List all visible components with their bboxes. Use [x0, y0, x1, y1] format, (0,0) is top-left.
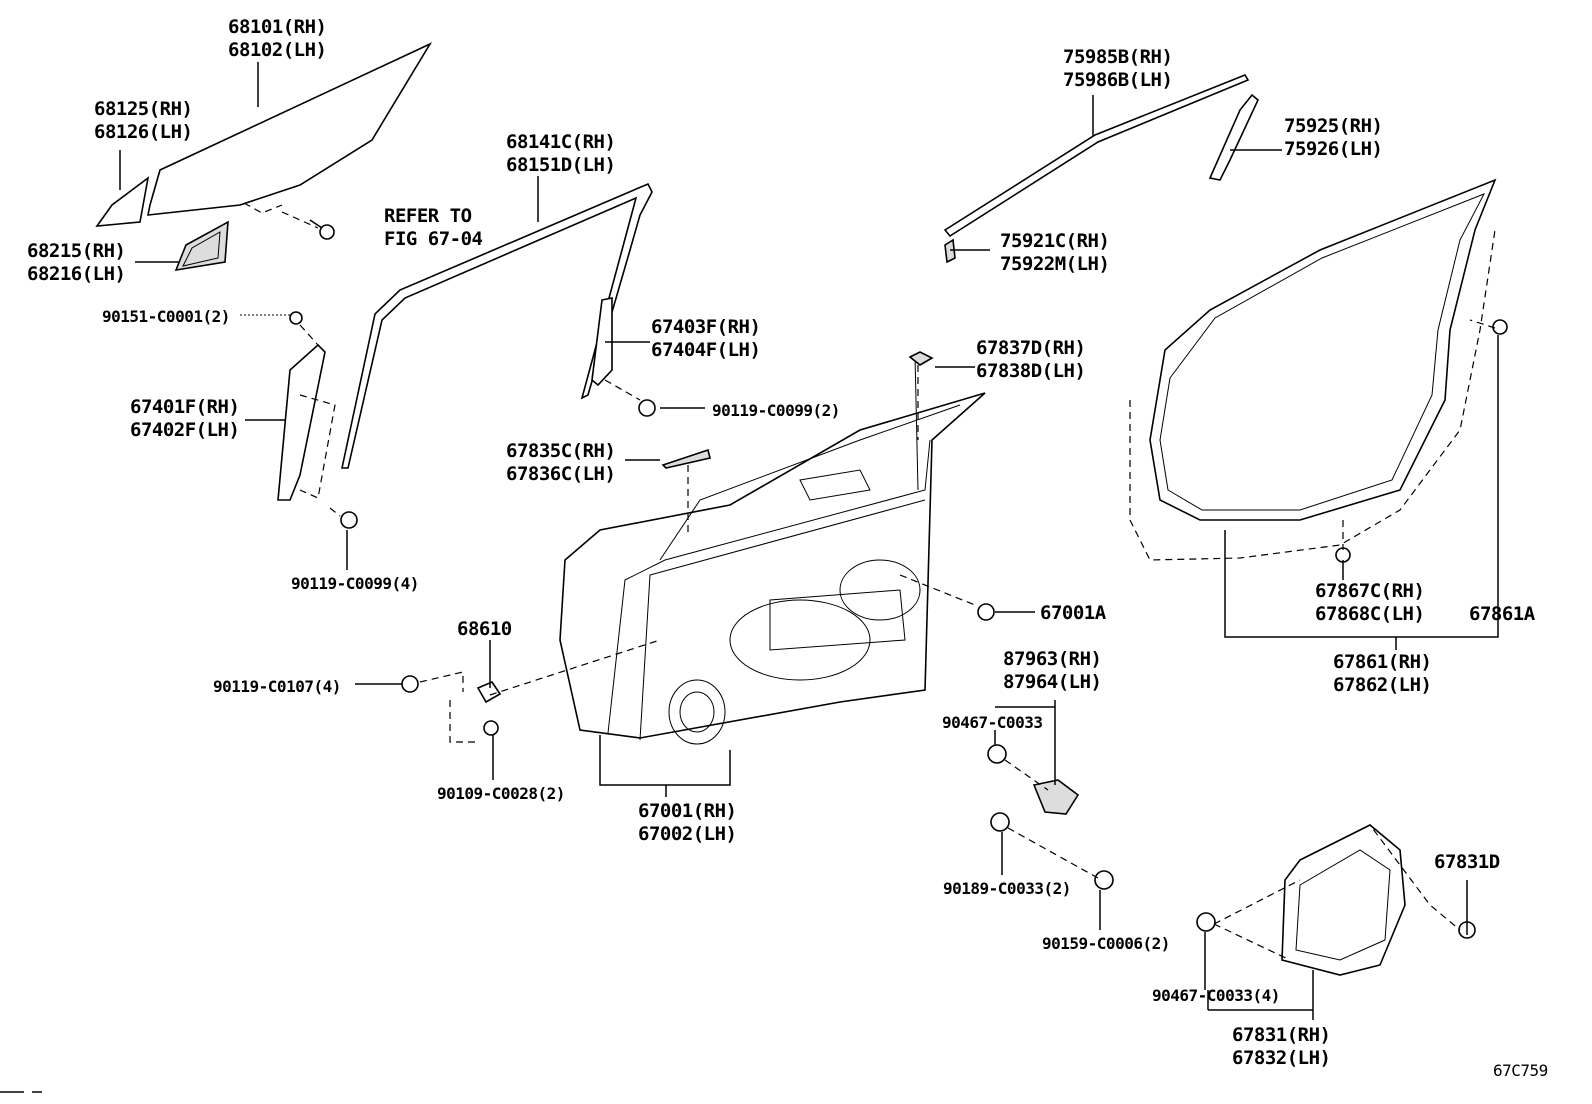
- label-67835: 67835C(RH)67836C(LH): [506, 440, 616, 485]
- label-90119-c0099-4: 90119-C0099(4): [291, 574, 419, 593]
- label-67001a: 67001A: [1040, 602, 1106, 624]
- label-68215: 68215(RH)68216(LH): [27, 240, 126, 285]
- molding-clip: [944, 238, 956, 264]
- label-90159: 90159-C0006(2): [1042, 934, 1170, 953]
- run-channel: [341, 182, 653, 469]
- door-corner-piece: [908, 351, 934, 366]
- label-67837: 67837D(RH)67838D(LH): [976, 337, 1086, 382]
- label-90467-c0033: 90467-C0033: [942, 713, 1043, 732]
- label-68101: 68101(RH)68102(LH): [228, 16, 327, 61]
- division-bar-rear: [591, 297, 613, 387]
- label-90119-c0099-2: 90119-C0099(2): [712, 401, 840, 420]
- label-67861: 67861(RH)67862(LH): [1333, 651, 1432, 696]
- door-panel: [559, 392, 986, 739]
- label-67831: 67831(RH)67832(LH): [1232, 1024, 1331, 1069]
- label-87963: 87963(RH)87964(LH): [1003, 648, 1102, 693]
- glass-seal: [174, 220, 229, 272]
- roof-molding: [943, 74, 1250, 238]
- hinge: [476, 681, 502, 704]
- screws: [289, 219, 1508, 939]
- door-glass: [147, 42, 433, 216]
- label-68141: 68141C(RH)68151D(LH): [506, 131, 616, 176]
- label-68610: 68610: [457, 618, 512, 640]
- label-90151: 90151-C0001(2): [102, 307, 230, 326]
- service-hole-cover: [1032, 779, 1080, 815]
- door-weatherstrip: [1149, 178, 1497, 521]
- label-67867: 67867C(RH)67868C(LH): [1315, 580, 1425, 625]
- label-90119-c0107: 90119-C0107(4): [213, 677, 341, 696]
- label-90109: 90109-C0028(2): [437, 784, 565, 803]
- glass-small-quarter: [95, 176, 150, 227]
- leader-dashes: [243, 202, 1496, 961]
- pillar-garnish: [1208, 93, 1259, 181]
- label-90467-c0033-4: 90467-C0033(4): [1152, 986, 1280, 1005]
- leader-lines: [119, 62, 1499, 1020]
- division-bar-front: [277, 343, 326, 501]
- door-bracket: [661, 448, 711, 469]
- label-75985: 75985B(RH)75986B(LH): [1063, 46, 1173, 91]
- label-90189: 90189-C0033(2): [943, 879, 1071, 898]
- label-67831d: 67831D: [1434, 851, 1500, 873]
- speaker-box: [1281, 824, 1406, 976]
- label-75921: 75921C(RH)75922M(LH): [1000, 230, 1110, 275]
- label-67001: 67001(RH)67002(LH): [638, 800, 737, 845]
- label-68125: 68125(RH)68126(LH): [94, 98, 193, 143]
- label-67861a: 67861A: [1469, 603, 1535, 625]
- label-67403: 67403F(RH)67404F(LH): [651, 316, 761, 361]
- label-75925: 75925(RH)75926(LH): [1284, 115, 1383, 160]
- figure-code: 67C759: [1493, 1061, 1548, 1080]
- label-67401: 67401F(RH)67402F(LH): [130, 396, 240, 441]
